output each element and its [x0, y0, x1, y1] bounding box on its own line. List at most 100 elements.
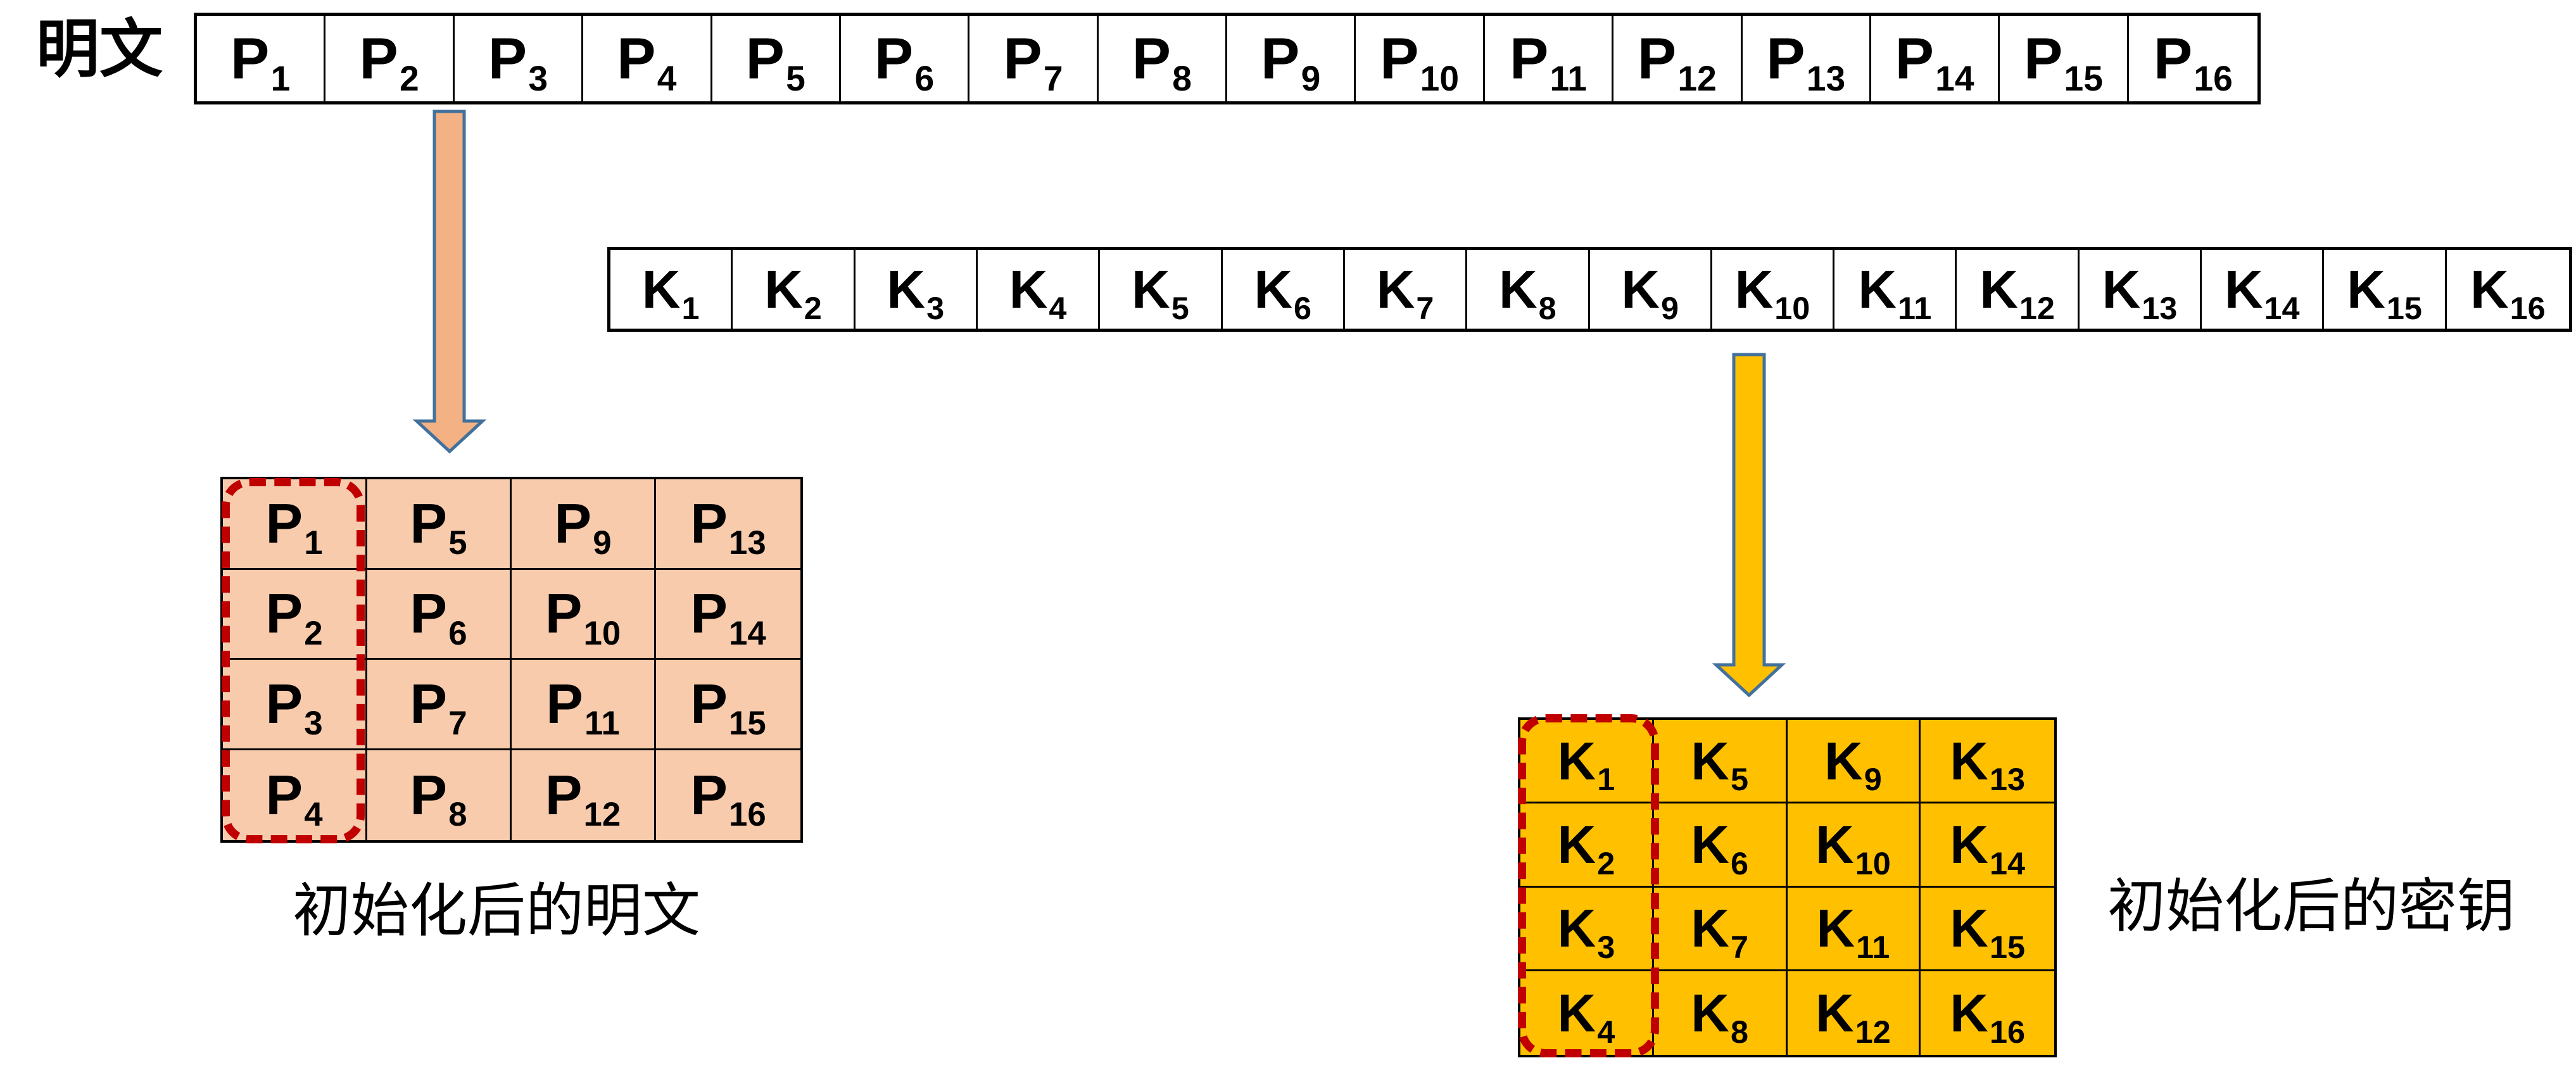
cell-subscript: 1: [304, 524, 323, 562]
key-matrix-caption: 初始化后的密钥: [2107, 872, 2516, 940]
cell-letter: K: [1691, 731, 1729, 791]
cell-letter: K: [1691, 898, 1729, 959]
key-byte-cell-8: K8: [1467, 250, 1590, 329]
plaintext-byte-label-7: P7: [1003, 30, 1063, 96]
cell-subscript: 2: [400, 58, 419, 98]
key-byte-label-16: K16: [2470, 263, 2546, 324]
cell-letter: P: [545, 763, 583, 826]
plaintext-matrix-cell-14: P14: [656, 570, 800, 660]
plaintext-byte-label-12: P12: [1638, 30, 1717, 96]
key-matrix-label-8: K8: [1691, 986, 1748, 1047]
plaintext-matrix-label-3: P3: [265, 676, 322, 740]
plaintext-byte-cell-15: P15: [2000, 16, 2129, 101]
key-matrix-cell-5: K5: [1653, 720, 1788, 804]
cell-letter: K: [1824, 731, 1863, 791]
key-matrix-label-16: K16: [1950, 983, 2025, 1047]
cell-letter: K: [641, 260, 681, 319]
cell-subscript: 15: [2064, 58, 2103, 98]
plaintext-matrix-cell-16: P16: [656, 750, 800, 841]
cell-letter: K: [1950, 731, 1988, 791]
cell-letter: K: [1950, 983, 1988, 1043]
cell-letter: P: [230, 26, 270, 91]
cell-subscript: 3: [1597, 928, 1615, 965]
key-matrix-cell-8: K8: [1654, 971, 1788, 1055]
cell-letter: P: [745, 26, 785, 91]
plaintext-byte-cell-6: P6: [841, 16, 970, 101]
cell-letter: K: [1498, 260, 1537, 319]
cell-letter: P: [488, 26, 527, 91]
cell-letter: P: [690, 672, 728, 735]
cell-subscript: 8: [1172, 58, 1192, 98]
cell-letter: P: [265, 763, 303, 826]
key-matrix-label-4: K4: [1558, 986, 1615, 1047]
cell-subscript: 16: [729, 796, 766, 834]
key-byte-cell-15: K15: [2324, 250, 2447, 329]
key-byte-cell-11: K11: [1834, 250, 1957, 329]
cell-letter: P: [265, 582, 303, 645]
cell-letter: P: [410, 491, 448, 555]
plaintext-byte-cell-1: P1: [197, 16, 326, 101]
cell-subscript: 13: [1989, 761, 2025, 798]
cell-subscript: 13: [729, 524, 766, 562]
cell-subscript: 5: [786, 58, 805, 98]
key-matrix-label-3: K3: [1558, 902, 1615, 962]
key-matrix-label-7: K7: [1691, 902, 1748, 962]
cell-letter: P: [874, 26, 914, 91]
plaintext-matrix-cell-7: P7: [367, 660, 512, 750]
plaintext-byte-cell-2: P2: [325, 16, 455, 101]
key-byte-label-1: K1: [641, 260, 700, 324]
key-matrix-cell-9: K9: [1787, 720, 1921, 804]
key-byte-cell-4: K4: [978, 250, 1101, 329]
cell-subscript: 2: [304, 614, 323, 652]
cell-subscript: 14: [1935, 58, 1974, 98]
plaintext-matrix-label-10: P10: [545, 586, 621, 650]
key-matrix-label-10: K10: [1815, 818, 1891, 879]
key-matrix-label-5: K5: [1691, 731, 1748, 795]
plaintext-matrix-label-1: P1: [265, 495, 322, 560]
cell-subscript: 7: [1416, 289, 1434, 326]
cell-subscript: 1: [681, 289, 700, 326]
plaintext-matrix-cell-15: P15: [656, 660, 800, 750]
key-byte-label-7: K7: [1377, 263, 1434, 324]
cell-subscript: 5: [1171, 289, 1189, 326]
key-byte-cell-16: K16: [2447, 250, 2569, 329]
plaintext-arrow-shape: [412, 110, 487, 454]
plaintext-byte-label-4: P4: [617, 30, 676, 96]
plaintext-byte-cell-3: P3: [455, 16, 584, 101]
key-matrix-label-12: K12: [1815, 986, 1891, 1047]
cell-subscript: 6: [1294, 289, 1312, 326]
cell-subscript: 4: [304, 796, 323, 834]
cell-letter: P: [410, 672, 448, 735]
cell-subscript: 12: [583, 796, 621, 834]
plaintext-byte-label-6: P6: [874, 26, 934, 96]
plaintext-byte-label-15: P15: [2024, 30, 2103, 96]
cell-letter: P: [359, 26, 398, 91]
cell-subscript: 4: [657, 58, 677, 98]
cell-subscript: 9: [1864, 761, 1882, 798]
cell-subscript: 7: [1043, 58, 1063, 98]
cell-letter: P: [1132, 26, 1171, 91]
key-matrix-cell-16: K16: [1921, 971, 2054, 1055]
cell-subscript: 12: [2019, 289, 2055, 326]
cell-letter: K: [1979, 260, 2018, 319]
key-matrix-cell-1: K1: [1520, 720, 1654, 804]
plaintext-matrix-cell-3: P3: [223, 660, 367, 750]
key-matrix-label-1: K1: [1558, 734, 1615, 795]
plaintext-matrix-cell-6: P6: [367, 569, 512, 660]
key-matrix-cell-12: K12: [1788, 971, 1921, 1055]
key-matrix-cell-13: K13: [1921, 720, 2054, 804]
plaintext-byte-label-3: P3: [488, 26, 548, 96]
key-byte-label-4: K4: [1009, 263, 1067, 324]
plaintext-byte-label-2: P2: [359, 26, 419, 96]
cell-subscript: 8: [448, 796, 467, 834]
plaintext-label: 明文: [36, 12, 163, 86]
key-matrix-label-6: K6: [1691, 818, 1748, 879]
plaintext-byte-cell-5: P5: [712, 16, 841, 101]
cell-letter: K: [1858, 260, 1897, 319]
key-byte-cell-1: K1: [610, 250, 733, 329]
plaintext-matrix-label-14: P14: [690, 586, 766, 650]
key-byte-label-15: K15: [2347, 263, 2422, 324]
